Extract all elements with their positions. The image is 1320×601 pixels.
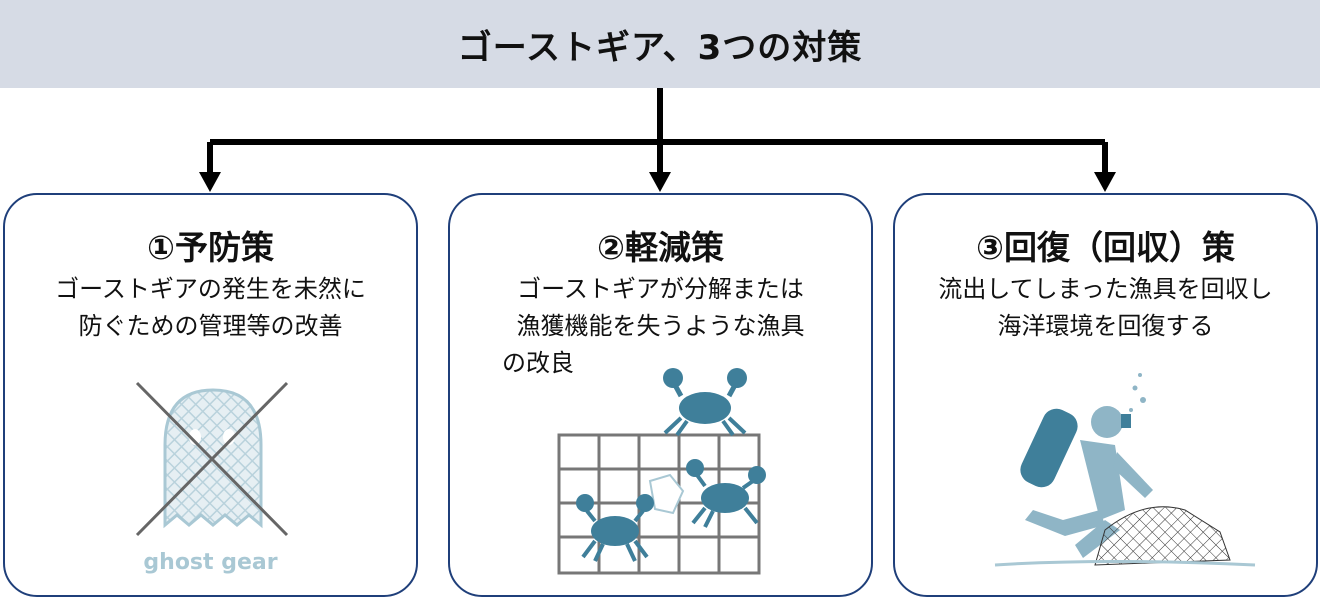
card-desc-line: 流出してしまった漁具を回収し <box>938 275 1273 303</box>
card-desc-line: 海洋環境を回復する <box>997 312 1214 340</box>
arrow-center-icon <box>649 172 671 192</box>
card-desc-line: 漁獲機能を失うような漁具 <box>516 312 805 340</box>
card-desc-line: 防ぐための管理等の改善 <box>78 312 343 340</box>
ghost-gear-logo-text: ghost gear <box>143 550 278 575</box>
header-bar: ゴーストギア、3つの対策 <box>0 0 1320 88</box>
card-desc-line: ゴーストギアが分解または <box>517 275 804 303</box>
arrow-left-icon <box>199 172 221 192</box>
card-mitigation: ②軽減策 ゴーストギアが分解または 漁獲機能を失うような漁具 の改良 <box>448 193 873 597</box>
card-title: ①予防策 <box>147 228 274 267</box>
card-title: ③回復（回収）策 <box>976 228 1235 267</box>
card-desc-line: ゴーストギアの発生を未然に <box>55 275 366 303</box>
diver-retrieving-net-icon <box>994 373 1256 567</box>
card-desc-line: の改良 <box>502 349 574 377</box>
card-title: ②軽減策 <box>597 228 724 267</box>
card-recovery: ③回復（回収）策 流出してしまった漁具を回収し 海洋環境を回復する <box>893 193 1318 597</box>
card-prevention: ①予防策 ゴーストギアの発生を未然に 防ぐための管理等の改善 ghost gea… <box>3 193 418 597</box>
card-description: ゴーストギアの発生を未然に 防ぐための管理等の改善 <box>5 271 416 345</box>
card-description: ゴーストギアが分解または 漁獲機能を失うような漁具 の改良 <box>450 271 871 382</box>
diagram-title: ゴーストギア、3つの対策 <box>457 27 863 68</box>
crossed-out-ghost-net-icon <box>135 381 289 537</box>
crabs-escaping-trap-icon <box>557 368 766 575</box>
arrow-right-icon <box>1094 172 1116 192</box>
card-description: 流出してしまった漁具を回収し 海洋環境を回復する <box>895 271 1316 345</box>
